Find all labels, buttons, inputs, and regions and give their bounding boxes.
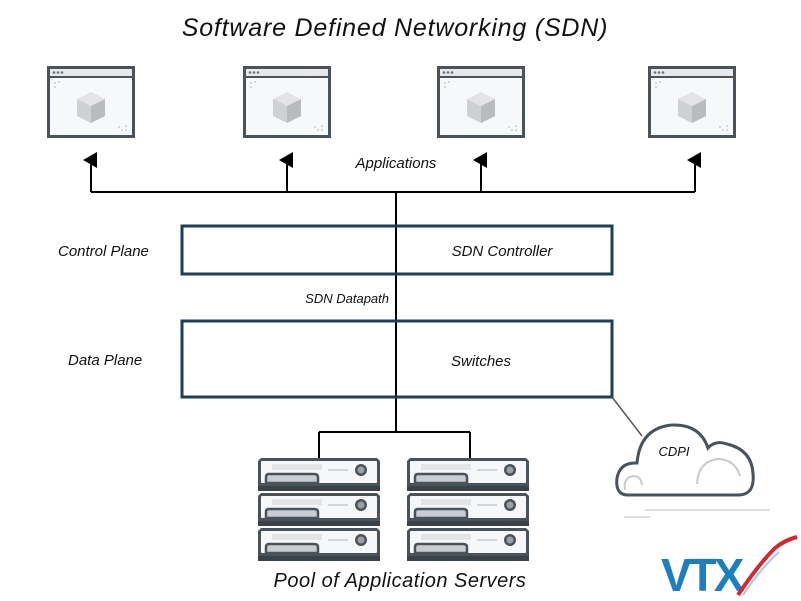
application-window-icon (243, 66, 331, 138)
application-connectors (83, 152, 701, 432)
sdn-datapath-label: SDN Datapath (305, 291, 389, 306)
server-unit-icon (405, 526, 531, 563)
vtx-logo: VTX (661, 535, 798, 601)
switches-label: Switches (451, 353, 512, 370)
applications-label: Applications (355, 155, 437, 172)
sdn-controller-box (180, 224, 614, 276)
cdpi-connector (611, 396, 643, 437)
diagram-title: Software Defined Networking (SDN) (182, 14, 609, 42)
server-unit-icon (256, 491, 382, 528)
server-unit-icon (405, 491, 531, 528)
server-unit-icon (256, 526, 382, 563)
control-plane-label: Control Plane (58, 243, 149, 260)
application-window-icon (437, 66, 525, 138)
server-unit-icon (405, 456, 531, 493)
server-stack-right (405, 456, 531, 563)
servers-label: Pool of Application Servers (274, 570, 527, 592)
application-window-icon (47, 66, 135, 138)
server-unit-icon (256, 456, 382, 493)
server-connectors (318, 431, 471, 458)
vtx-logo-text: VTX (661, 549, 745, 601)
data-plane-label: Data Plane (68, 352, 142, 369)
switches-box (180, 319, 614, 399)
application-window-icon (648, 66, 736, 138)
sdn-controller-label: SDN Controller (452, 243, 554, 260)
cloud-icon (615, 423, 770, 518)
cdpi-label: CDPI (658, 444, 689, 459)
server-stack-left (256, 456, 382, 563)
